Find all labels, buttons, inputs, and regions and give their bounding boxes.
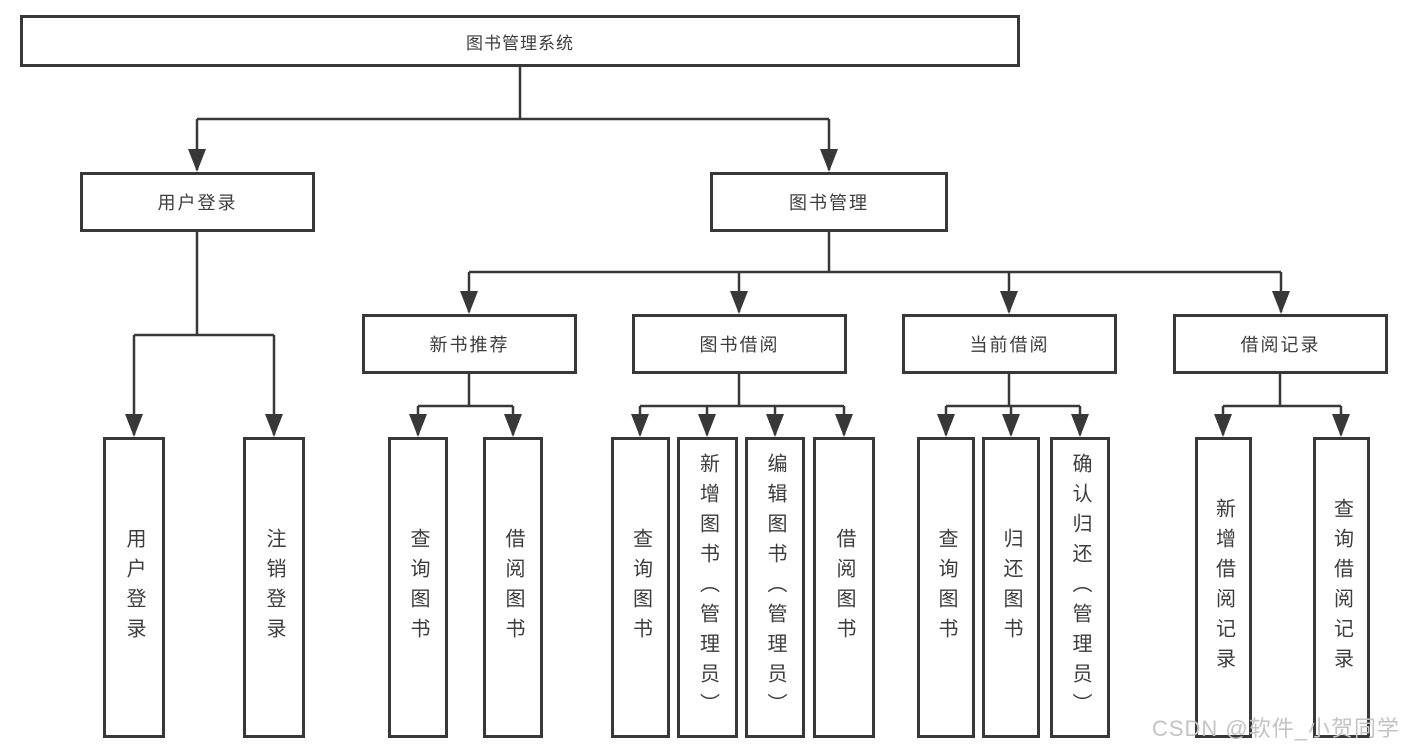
leaf-edit-book-admin: 编辑图书（管理员）	[745, 437, 805, 738]
csdn-watermark: CSDN @软件_小贺同学	[1151, 716, 1400, 741]
leaf-query-book-3: 查询图书	[917, 437, 975, 738]
leaf-borrow-book-2: 借阅图书	[813, 437, 875, 738]
node-label: 图书管理系统	[466, 33, 574, 53]
leaf-label: 新增图书（管理员）	[696, 452, 719, 723]
node-label: 图书借阅	[699, 335, 780, 355]
wire-book-borrow-to-leaves	[640, 374, 844, 408]
leaf-label: 查询借阅记录	[1330, 497, 1353, 678]
node-label: 新书推荐	[429, 335, 510, 355]
node-label: 用户登录	[157, 193, 238, 213]
wire-book-management-to-level3	[469, 232, 1281, 274]
wire-new-book-to-leaves	[418, 374, 513, 408]
leaf-label: 借阅图书	[833, 527, 855, 648]
leaf-label: 注销登录	[263, 527, 285, 648]
wire-borrow-record-to-leaves	[1223, 374, 1341, 408]
node-borrow-record: 借阅记录	[1173, 314, 1388, 374]
node-book-management: 图书管理	[710, 172, 948, 232]
node-label: 当前借阅	[969, 335, 1050, 355]
leaf-label: 借阅图书	[502, 527, 524, 648]
leaf-label: 新增借阅记录	[1212, 497, 1235, 678]
node-label: 图书管理	[789, 193, 869, 213]
leaf-label: 用户登录	[123, 527, 145, 648]
leaf-add-borrow-record: 新增借阅记录	[1195, 437, 1252, 738]
leaf-label: 查询图书	[629, 527, 652, 648]
leaf-query-book-1: 查询图书	[388, 437, 448, 738]
node-book-borrow: 图书借阅	[632, 314, 847, 374]
leaf-label: 编辑图书（管理员）	[764, 452, 786, 723]
node-new-book-recommend: 新书推荐	[362, 314, 577, 374]
leaf-add-book-admin: 新增图书（管理员）	[677, 437, 738, 738]
leaf-label: 查询图书	[407, 527, 429, 648]
node-label: 借阅记录	[1240, 335, 1321, 355]
leaf-confirm-return-admin: 确认归还（管理员）	[1050, 437, 1110, 738]
leaf-user-login: 用户登录	[103, 437, 165, 738]
leaf-query-borrow-record: 查询借阅记录	[1313, 437, 1370, 738]
leaf-borrow-book-1: 借阅图书	[483, 437, 543, 738]
leaf-label: 归还图书	[1000, 527, 1022, 648]
leaf-label: 确认归还（管理员）	[1069, 452, 1091, 723]
node-root: 图书管理系统	[20, 15, 1020, 67]
node-current-borrow: 当前借阅	[902, 314, 1117, 374]
node-user-login: 用户登录	[80, 172, 315, 232]
leaf-query-book-2: 查询图书	[611, 437, 670, 738]
wire-user-login-to-leaves	[134, 232, 274, 337]
leaf-logout: 注销登录	[243, 437, 305, 738]
wire-current-borrow-to-leaves	[946, 374, 1080, 408]
leaf-return-book: 归还图书	[982, 437, 1040, 738]
wire-root-to-level2	[197, 67, 829, 121]
leaf-label: 查询图书	[935, 527, 957, 648]
